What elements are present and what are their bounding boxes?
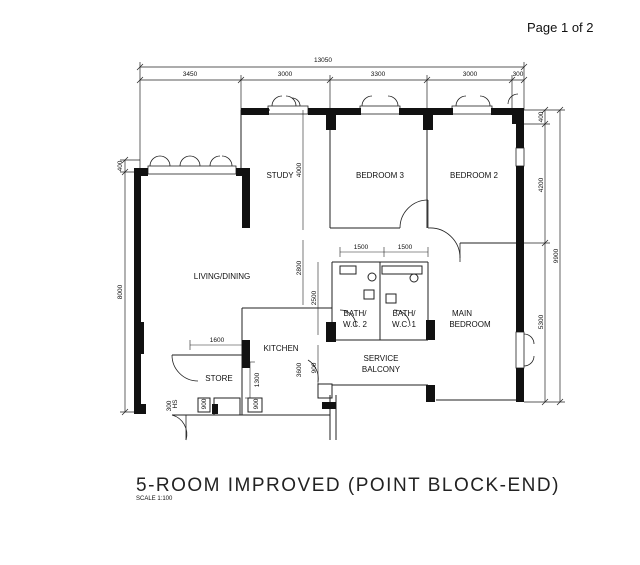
dim-mid-3: 3600 [296, 362, 303, 377]
dim-small-2: 900 [253, 398, 260, 409]
page-indicator: Page 1 of 2 [527, 20, 594, 35]
walls [134, 108, 524, 414]
dim-right-2: 4200 [538, 177, 545, 192]
dim-top-5: 300 [513, 71, 524, 78]
room-bath-2-line1: BATH/ [344, 309, 368, 318]
dim-mid-1: 2800 [296, 260, 303, 275]
right-dimension-lines [520, 106, 565, 406]
room-bath-1-line2: W.C. 1 [392, 320, 417, 329]
dim-bath-w2: 1500 [398, 244, 413, 251]
dim-store-height: 1300 [254, 372, 261, 387]
dim-left-2: 8000 [117, 284, 124, 299]
door-swings [171, 199, 461, 441]
dim-left-1: 400 [117, 160, 124, 171]
dim-top-2: 3000 [278, 71, 293, 78]
dim-small-3: 300 [166, 400, 173, 411]
dim-mid-4: 900 [311, 362, 318, 373]
room-bedroom-3: BEDROOM 3 [356, 171, 405, 180]
dim-right-total: 9900 [553, 248, 560, 263]
dim-top-3: 3300 [371, 71, 386, 78]
dim-total-width: 13050 [314, 57, 332, 64]
room-main-bedroom-line2: BEDROOM [449, 320, 491, 329]
room-main-bedroom-line1: MAIN [452, 309, 472, 318]
dim-top-4: 3000 [463, 71, 478, 78]
top-dimension-lines [136, 62, 528, 172]
dim-top-1: 3450 [183, 71, 198, 78]
dim-small-1: 900 [201, 398, 208, 409]
room-hs: HS [172, 399, 179, 409]
room-bedroom-2: BEDROOM 2 [450, 171, 499, 180]
dim-bath-w1: 1500 [354, 244, 369, 251]
dim-right-3: 5300 [538, 314, 545, 329]
plan-scale: SCALE 1:100 [136, 496, 173, 502]
room-bath-2-line2: W.C. 2 [343, 320, 368, 329]
room-study: STUDY [266, 171, 294, 180]
plan-title: 5-ROOM IMPROVED (POINT BLOCK-END) [136, 475, 560, 496]
room-living-dining: LIVING/DINING [194, 272, 250, 281]
dim-right-1: 400 [538, 111, 545, 122]
dim-store-width: 1600 [210, 337, 225, 344]
room-store: STORE [205, 374, 232, 383]
room-bath-1-line1: BATH/ [393, 309, 417, 318]
room-service-balcony-line1: SERVICE [364, 354, 399, 363]
dim-study-depth: 4000 [296, 162, 303, 177]
room-kitchen: KITCHEN [263, 344, 298, 353]
room-service-balcony-line2: BALCONY [362, 365, 401, 374]
dim-mid-2: 2500 [311, 290, 318, 305]
